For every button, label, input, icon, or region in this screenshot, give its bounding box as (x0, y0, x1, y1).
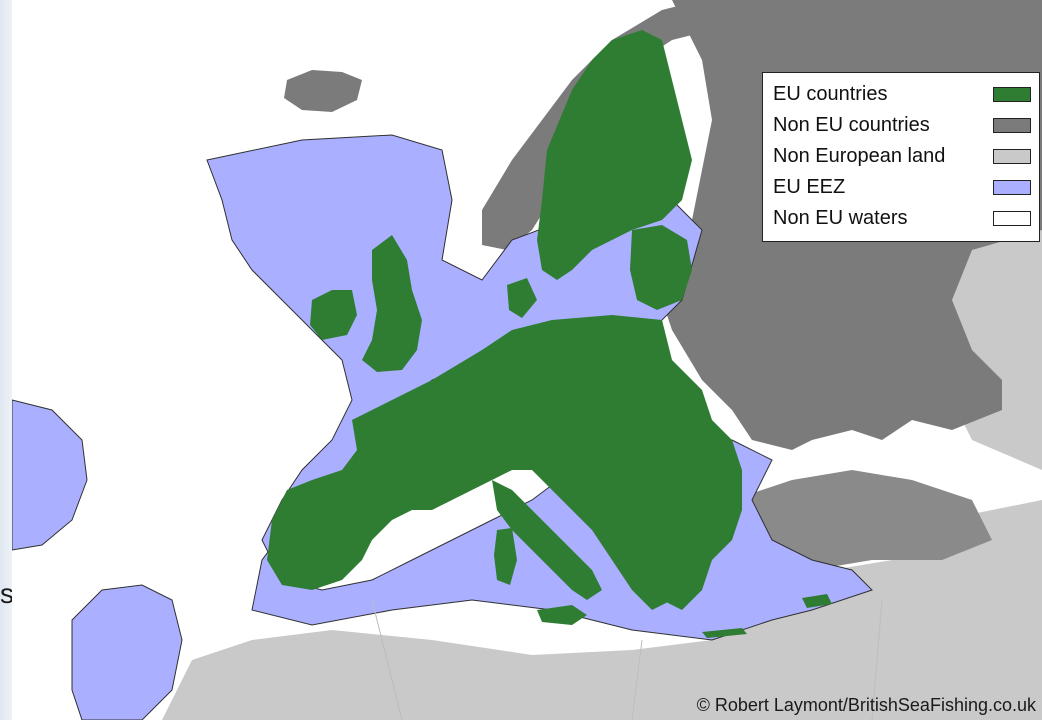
eu-land-britain (362, 235, 422, 372)
legend-label: EU EEZ (773, 176, 846, 198)
eu-land-sicily (537, 605, 587, 625)
cropped-text-fragment: s (0, 578, 14, 609)
legend-row-non-eu-waters: Non EU waters (773, 203, 1031, 234)
non-european-land-africa (162, 500, 1042, 720)
map-canvas (12, 0, 1042, 720)
legend-swatch (993, 149, 1031, 164)
legend-label: Non EU waters (773, 207, 908, 229)
legend-swatch (993, 211, 1031, 226)
legend-row-eu-countries: EU countries (773, 79, 1031, 110)
eu-land-baltics (630, 225, 692, 310)
eu-land-denmark (507, 278, 537, 318)
legend-swatch (993, 118, 1031, 133)
legend-row-eu-eez: EU EEZ (773, 172, 1031, 203)
eu-eez-azores (12, 399, 88, 551)
eu-eez-madeira (71, 584, 183, 720)
legend-row-non-eu-countries: Non EU countries (773, 110, 1031, 141)
eu-land-cyprus (802, 594, 832, 608)
non-eu-iceland (284, 70, 362, 112)
eu-land-sardinia (494, 528, 517, 585)
non-eu-norway (482, 0, 712, 250)
non-eu-turkey (732, 470, 992, 570)
copyright-credit: © Robert Laymont/BritishSeaFishing.co.uk (696, 695, 1036, 715)
eu-waters-map: EU countries Non EU countries Non Europe… (12, 0, 1042, 720)
legend-swatch (993, 180, 1031, 195)
map-legend: EU countries Non EU countries Non Europe… (762, 72, 1040, 242)
legend-swatch (993, 87, 1031, 102)
graticule-line (631, 639, 643, 720)
graticule-line (371, 599, 403, 720)
eu-land-crete (702, 628, 747, 638)
legend-label: EU countries (773, 83, 888, 105)
legend-label: Non EU countries (773, 114, 930, 136)
graticule-line (871, 599, 883, 720)
legend-row-non-european-land: Non European land (773, 141, 1031, 172)
eu-land-mainland (267, 315, 742, 610)
eu-land-scandinavia (537, 30, 692, 280)
eu-land-italy (492, 480, 602, 600)
legend-label: Non European land (773, 145, 946, 167)
eu-land-greece (662, 545, 712, 610)
eu-land-ireland (310, 290, 357, 340)
